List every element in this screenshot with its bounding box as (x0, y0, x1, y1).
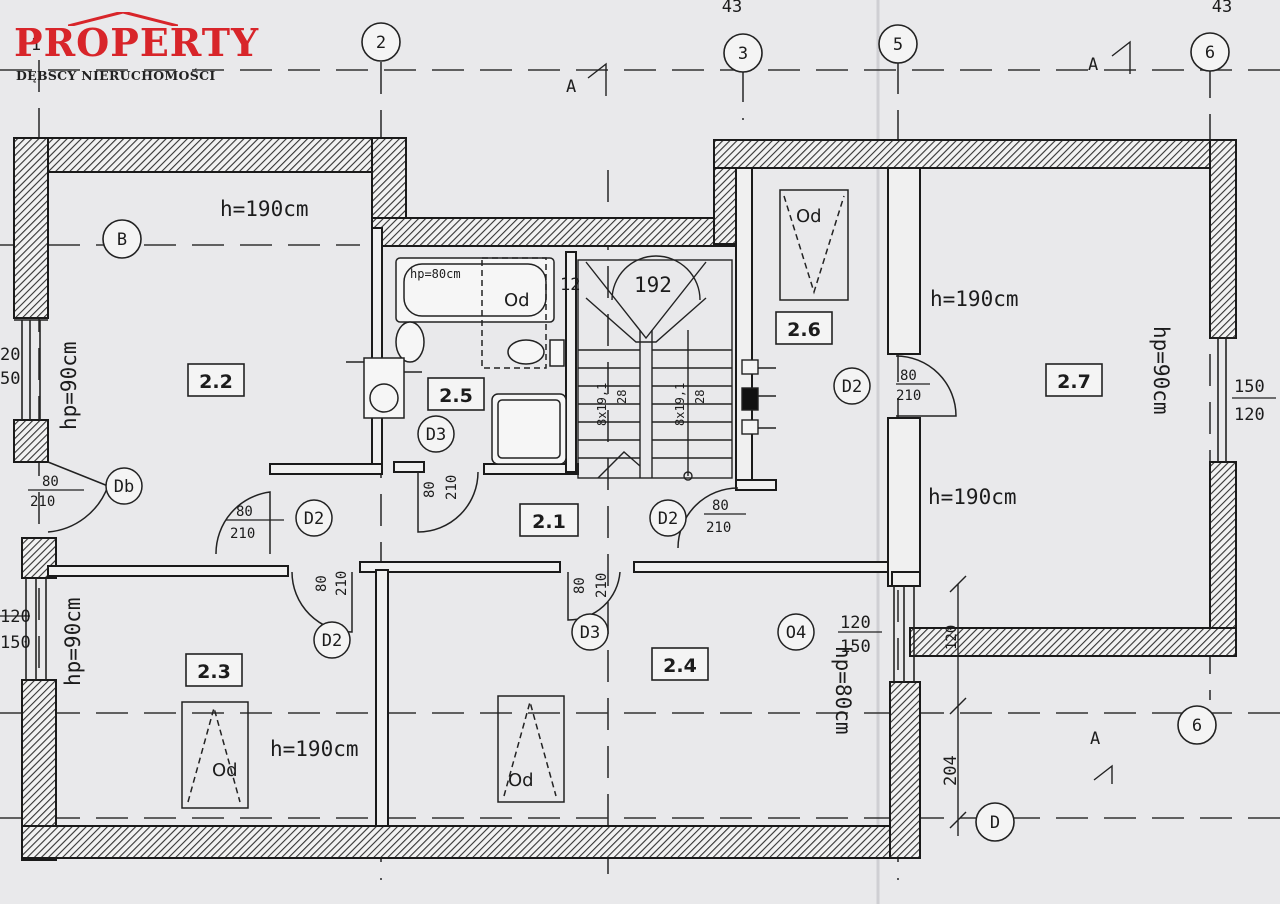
win-o4-w: 120 (840, 613, 871, 633)
room-2-5: 2.5 (439, 385, 473, 407)
door-w-d2c: 80 (712, 498, 729, 514)
room-2-3: 2.3 (197, 661, 231, 683)
door-d3-a: D3 (426, 425, 446, 445)
win-o4-h: 150 (840, 637, 871, 657)
win-27-h: 120 (1234, 405, 1265, 425)
axis-label-d: D (990, 813, 1000, 833)
door-h-d3a: 210 (444, 475, 460, 500)
win-23-w: 120 (0, 607, 31, 627)
door-w-d2d: 80 (900, 368, 917, 384)
door-db: Db (114, 477, 134, 497)
door-w-d2a: 80 (236, 504, 253, 520)
top-number-right: 43 (1212, 0, 1232, 17)
inner-walls (47, 167, 921, 827)
window-o4: O4 (786, 623, 806, 643)
height-2-2: h=190cm (220, 197, 309, 221)
logo-tagline: DĘBSCY NIERUCHOMOŚCI (16, 68, 216, 83)
od-label-bath: Od (504, 290, 530, 311)
room-2-2: 2.2 (199, 371, 233, 393)
stairs-flight-a: 8x19,1 (595, 383, 609, 426)
dim-204: 204 (941, 755, 961, 786)
stairs-gap: 12 (560, 275, 580, 295)
stairs-tread-b: 28 (693, 390, 707, 404)
door-w-d3b: 80 (572, 577, 588, 594)
axis-label-1: 1 (31, 35, 41, 55)
room-2-6: 2.6 (787, 319, 821, 341)
top-number-left: 43 (722, 0, 742, 17)
axis-label-2: 2 (376, 33, 386, 53)
axis-label-3: 3 (738, 44, 748, 64)
axis-label-6-top: 6 (1205, 43, 1215, 63)
roof-windows (181, 189, 849, 809)
axis-label-b: B (117, 230, 127, 250)
door-w-d2b: 80 (314, 575, 330, 592)
door-h-db: 210 (30, 494, 55, 510)
height-2-7-top: h=190cm (930, 287, 1019, 311)
bath-hp-label: hp=80cm (410, 267, 461, 281)
door-h-d2c: 210 (706, 520, 731, 536)
win-22-h: 50 (0, 369, 20, 389)
room-label-boxes (185, 311, 1103, 687)
door-d2-b: D2 (322, 631, 342, 651)
section-mark-a-2: A (1088, 55, 1098, 75)
hp-2-2: hp=90cm (57, 341, 81, 430)
stairs-width: 192 (634, 273, 672, 297)
stairs-flight-b: 8x19,1 (673, 383, 687, 426)
door-h-d2b: 210 (334, 571, 350, 596)
logo-brand-text: PROPERTY (14, 20, 260, 65)
company-logo: PROPERTY DĘBSCY NIERUCHOMOŚCI (10, 12, 258, 88)
door-bubbles (105, 367, 871, 659)
door-w-db: 80 (42, 474, 59, 490)
dimension-lines (949, 575, 967, 836)
staircase (577, 255, 733, 481)
height-2-3: h=190cm (270, 737, 359, 761)
door-w-d3a: 80 (422, 481, 438, 498)
door-h-d3b: 210 (594, 573, 610, 598)
win-23-h: 150 (0, 633, 31, 653)
door-d2-c: D2 (658, 509, 678, 529)
axis-bubbles (102, 22, 1230, 842)
hp-2-3: hp=90cm (61, 597, 85, 686)
vent-ducts (741, 359, 776, 435)
door-h-d2a: 210 (230, 526, 255, 542)
door-d2-a: D2 (304, 509, 324, 529)
door-h-d2d: 210 (896, 388, 921, 404)
od-label-23: Od (212, 760, 238, 781)
logo-roof-icon (68, 12, 178, 26)
room-2-4: 2.4 (663, 655, 697, 677)
win-27-w: 150 (1234, 377, 1265, 397)
axis-label-6-bottom: 6 (1192, 716, 1202, 736)
dim-120: 120 (944, 625, 960, 650)
door-size-fractions (0, 383, 1276, 633)
room-2-7: 2.7 (1057, 371, 1091, 393)
outer-walls (13, 137, 1237, 861)
height-2-7-bottom: h=190cm (928, 485, 1017, 509)
windows (14, 319, 1236, 682)
od-label-26: Od (796, 206, 822, 227)
hp-2-4: hp=80cm (831, 646, 855, 735)
section-marks (587, 40, 1131, 784)
door-d3-b: D3 (580, 623, 600, 643)
section-mark-a-3: A (1090, 729, 1100, 749)
room-2-1: 2.1 (532, 511, 566, 533)
stairs-tread-a: 28 (615, 390, 629, 404)
door-d2-d: D2 (842, 377, 862, 397)
win-22-w: 20 (0, 345, 20, 365)
section-mark-a-1: A (566, 77, 576, 97)
door-swings (47, 355, 957, 633)
od-label-24: Od (508, 770, 534, 791)
hp-2-7: hp=90cm (1149, 326, 1173, 415)
bathroom-fixtures (346, 257, 567, 465)
axis-label-5: 5 (893, 35, 903, 55)
